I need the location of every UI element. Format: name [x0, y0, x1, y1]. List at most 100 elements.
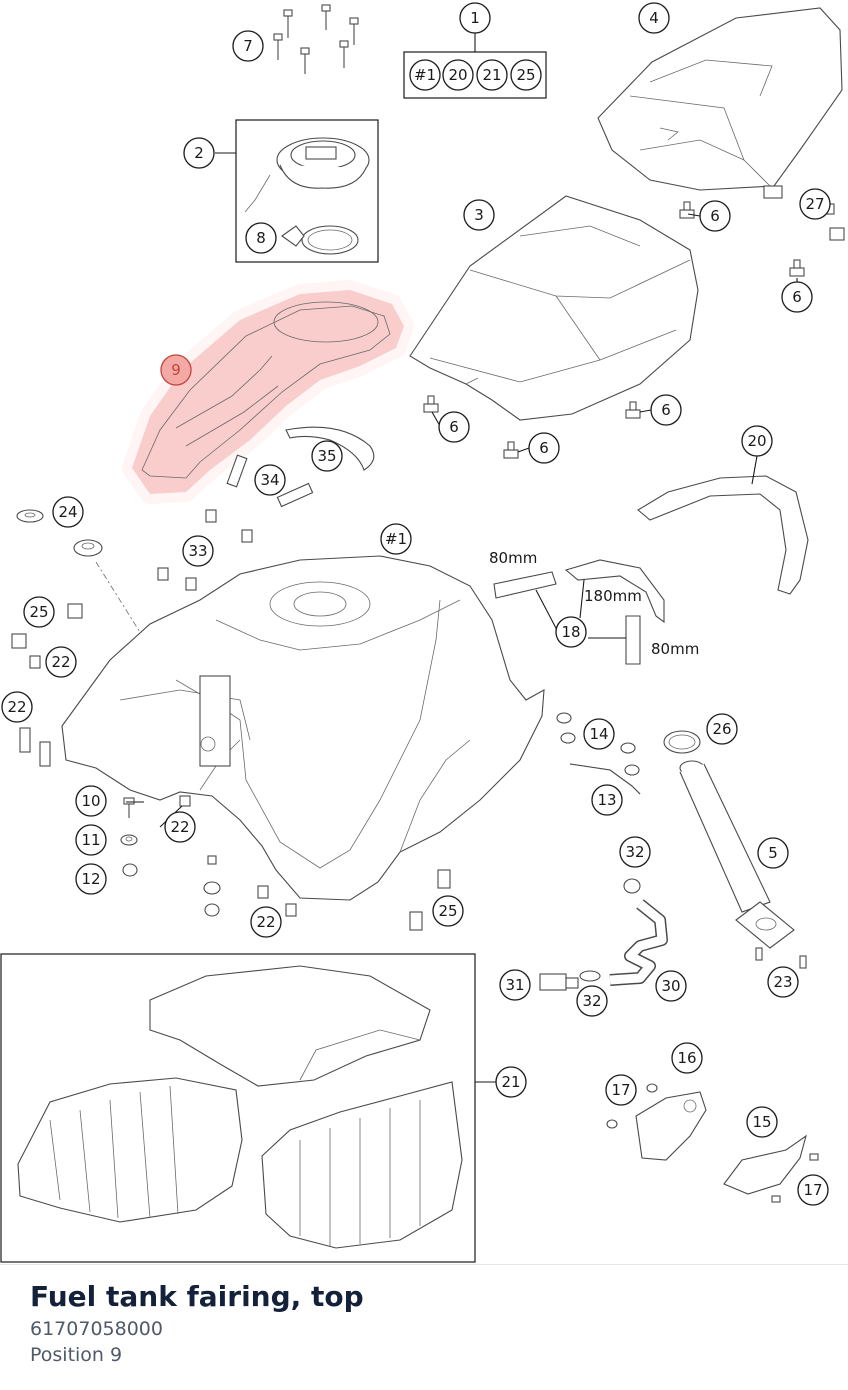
svg-text:9: 9	[171, 361, 181, 379]
callout-33[interactable]: 33	[182, 535, 214, 567]
callout-5[interactable]: 5	[757, 837, 789, 869]
callout-6-a[interactable]: 6	[699, 200, 731, 232]
svg-text:21: 21	[501, 1073, 520, 1091]
svg-text:25: 25	[516, 66, 535, 84]
callout-17-a[interactable]: 17	[605, 1074, 637, 1106]
callout-set-member-21[interactable]: 21	[476, 59, 508, 91]
svg-text:24: 24	[58, 503, 77, 521]
svg-text:30: 30	[661, 977, 680, 995]
svg-text:6: 6	[710, 207, 720, 225]
part-title: Fuel tank fairing, top	[30, 1280, 364, 1313]
callout-32-b[interactable]: 32	[576, 985, 608, 1017]
svg-text:23: 23	[773, 973, 792, 991]
callout-17-b[interactable]: 17	[797, 1174, 829, 1206]
svg-text:#1: #1	[414, 66, 436, 84]
svg-text:17: 17	[803, 1181, 822, 1199]
svg-text:31: 31	[505, 976, 524, 994]
callout-26[interactable]: 26	[706, 713, 738, 745]
svg-text:6: 6	[792, 288, 802, 306]
svg-text:6: 6	[449, 418, 459, 436]
callout-4[interactable]: 4	[638, 2, 670, 34]
svg-text:4: 4	[649, 9, 659, 27]
part-lower-fairings-21	[0, 953, 496, 1263]
part-caption: Fuel tank fairing, top 61707058000 Posit…	[30, 1278, 364, 1368]
callout-35[interactable]: 35	[311, 440, 343, 472]
callout-34[interactable]: 34	[254, 464, 286, 496]
callout-16[interactable]: 16	[671, 1042, 703, 1074]
callout-18[interactable]: 18	[555, 616, 587, 648]
callout-set-member-hash1[interactable]: #1	[409, 59, 441, 91]
svg-text:5: 5	[768, 844, 778, 862]
svg-text:32: 32	[625, 843, 644, 861]
callout-6-c[interactable]: 6	[438, 411, 470, 443]
callout-hash1[interactable]: #1	[380, 523, 412, 555]
callout-25-a[interactable]: 25	[23, 596, 55, 628]
svg-text:6: 6	[661, 401, 671, 419]
callout-6-b[interactable]: 6	[781, 281, 813, 313]
callout-31[interactable]: 31	[499, 969, 531, 1001]
dimension-180mm: 180mm	[584, 587, 642, 605]
svg-text:14: 14	[589, 725, 608, 743]
callout-14[interactable]: 14	[583, 718, 615, 750]
dimension-80mm-bottom: 80mm	[651, 640, 699, 658]
callout-6-e[interactable]: 6	[528, 432, 560, 464]
callout-20[interactable]: 20	[741, 425, 773, 457]
callout-30[interactable]: 30	[655, 970, 687, 1002]
part-fuel-tank-fairing-top-highlight	[122, 280, 414, 504]
svg-text:18: 18	[561, 623, 580, 641]
callout-22-d[interactable]: 22	[250, 906, 282, 938]
svg-text:7: 7	[243, 37, 253, 55]
svg-text:8: 8	[256, 229, 266, 247]
callout-12[interactable]: 12	[75, 863, 107, 895]
part-pads-18	[493, 559, 665, 665]
callout-9-highlighted[interactable]: 9	[160, 354, 192, 386]
svg-text:3: 3	[474, 206, 484, 224]
part-filler-cap-2	[215, 119, 379, 263]
svg-text:27: 27	[805, 195, 824, 213]
svg-text:12: 12	[81, 870, 100, 888]
part-trim-strips	[226, 426, 375, 508]
callout-3[interactable]: 3	[463, 199, 495, 231]
callout-27[interactable]: 27	[799, 188, 831, 220]
callout-7[interactable]: 7	[232, 30, 264, 62]
part-number: 61707058000	[30, 1318, 163, 1340]
svg-text:25: 25	[438, 902, 457, 920]
svg-text:22: 22	[7, 698, 26, 716]
callout-set-member-20[interactable]: 20	[442, 59, 474, 91]
callout-2[interactable]: 2	[183, 137, 215, 169]
part-fuel-tank	[61, 555, 545, 901]
svg-text:6: 6	[539, 439, 549, 457]
callout-11[interactable]: 11	[75, 824, 107, 856]
callout-22-c[interactable]: 22	[164, 811, 196, 843]
callout-22-b[interactable]: 22	[1, 691, 33, 723]
svg-text:11: 11	[81, 831, 100, 849]
callout-set-member-25[interactable]: 25	[510, 59, 542, 91]
callout-1[interactable]: 1	[459, 2, 491, 34]
svg-text:22: 22	[256, 913, 275, 931]
callout-10[interactable]: 10	[75, 785, 107, 817]
callout-25-b[interactable]: 25	[432, 895, 464, 927]
svg-text:16: 16	[677, 1049, 696, 1067]
callout-15[interactable]: 15	[746, 1106, 778, 1138]
svg-text:15: 15	[752, 1113, 771, 1131]
callout-24[interactable]: 24	[52, 496, 84, 528]
callout-32-a[interactable]: 32	[619, 836, 651, 868]
part-position: Position 9	[30, 1344, 123, 1366]
part-rear-seat-4	[597, 7, 843, 191]
callout-21[interactable]: 21	[495, 1066, 527, 1098]
svg-text:33: 33	[188, 542, 207, 560]
callout-8[interactable]: 8	[245, 222, 277, 254]
part-rider-seat-3	[409, 195, 699, 421]
part-brackets-15-17	[606, 1083, 819, 1203]
part-hoses-13-14	[556, 712, 641, 795]
part-drain-hose-30	[539, 878, 668, 991]
svg-text:10: 10	[81, 792, 100, 810]
callout-6-d[interactable]: 6	[650, 394, 682, 426]
callout-23[interactable]: 23	[767, 966, 799, 998]
callout-22-a[interactable]: 22	[45, 646, 77, 678]
part-fasteners-10-12	[120, 795, 451, 931]
callout-13[interactable]: 13	[591, 784, 623, 816]
svg-text:17: 17	[611, 1081, 630, 1099]
svg-text:34: 34	[260, 471, 279, 489]
part-side-strip-20	[637, 475, 809, 595]
